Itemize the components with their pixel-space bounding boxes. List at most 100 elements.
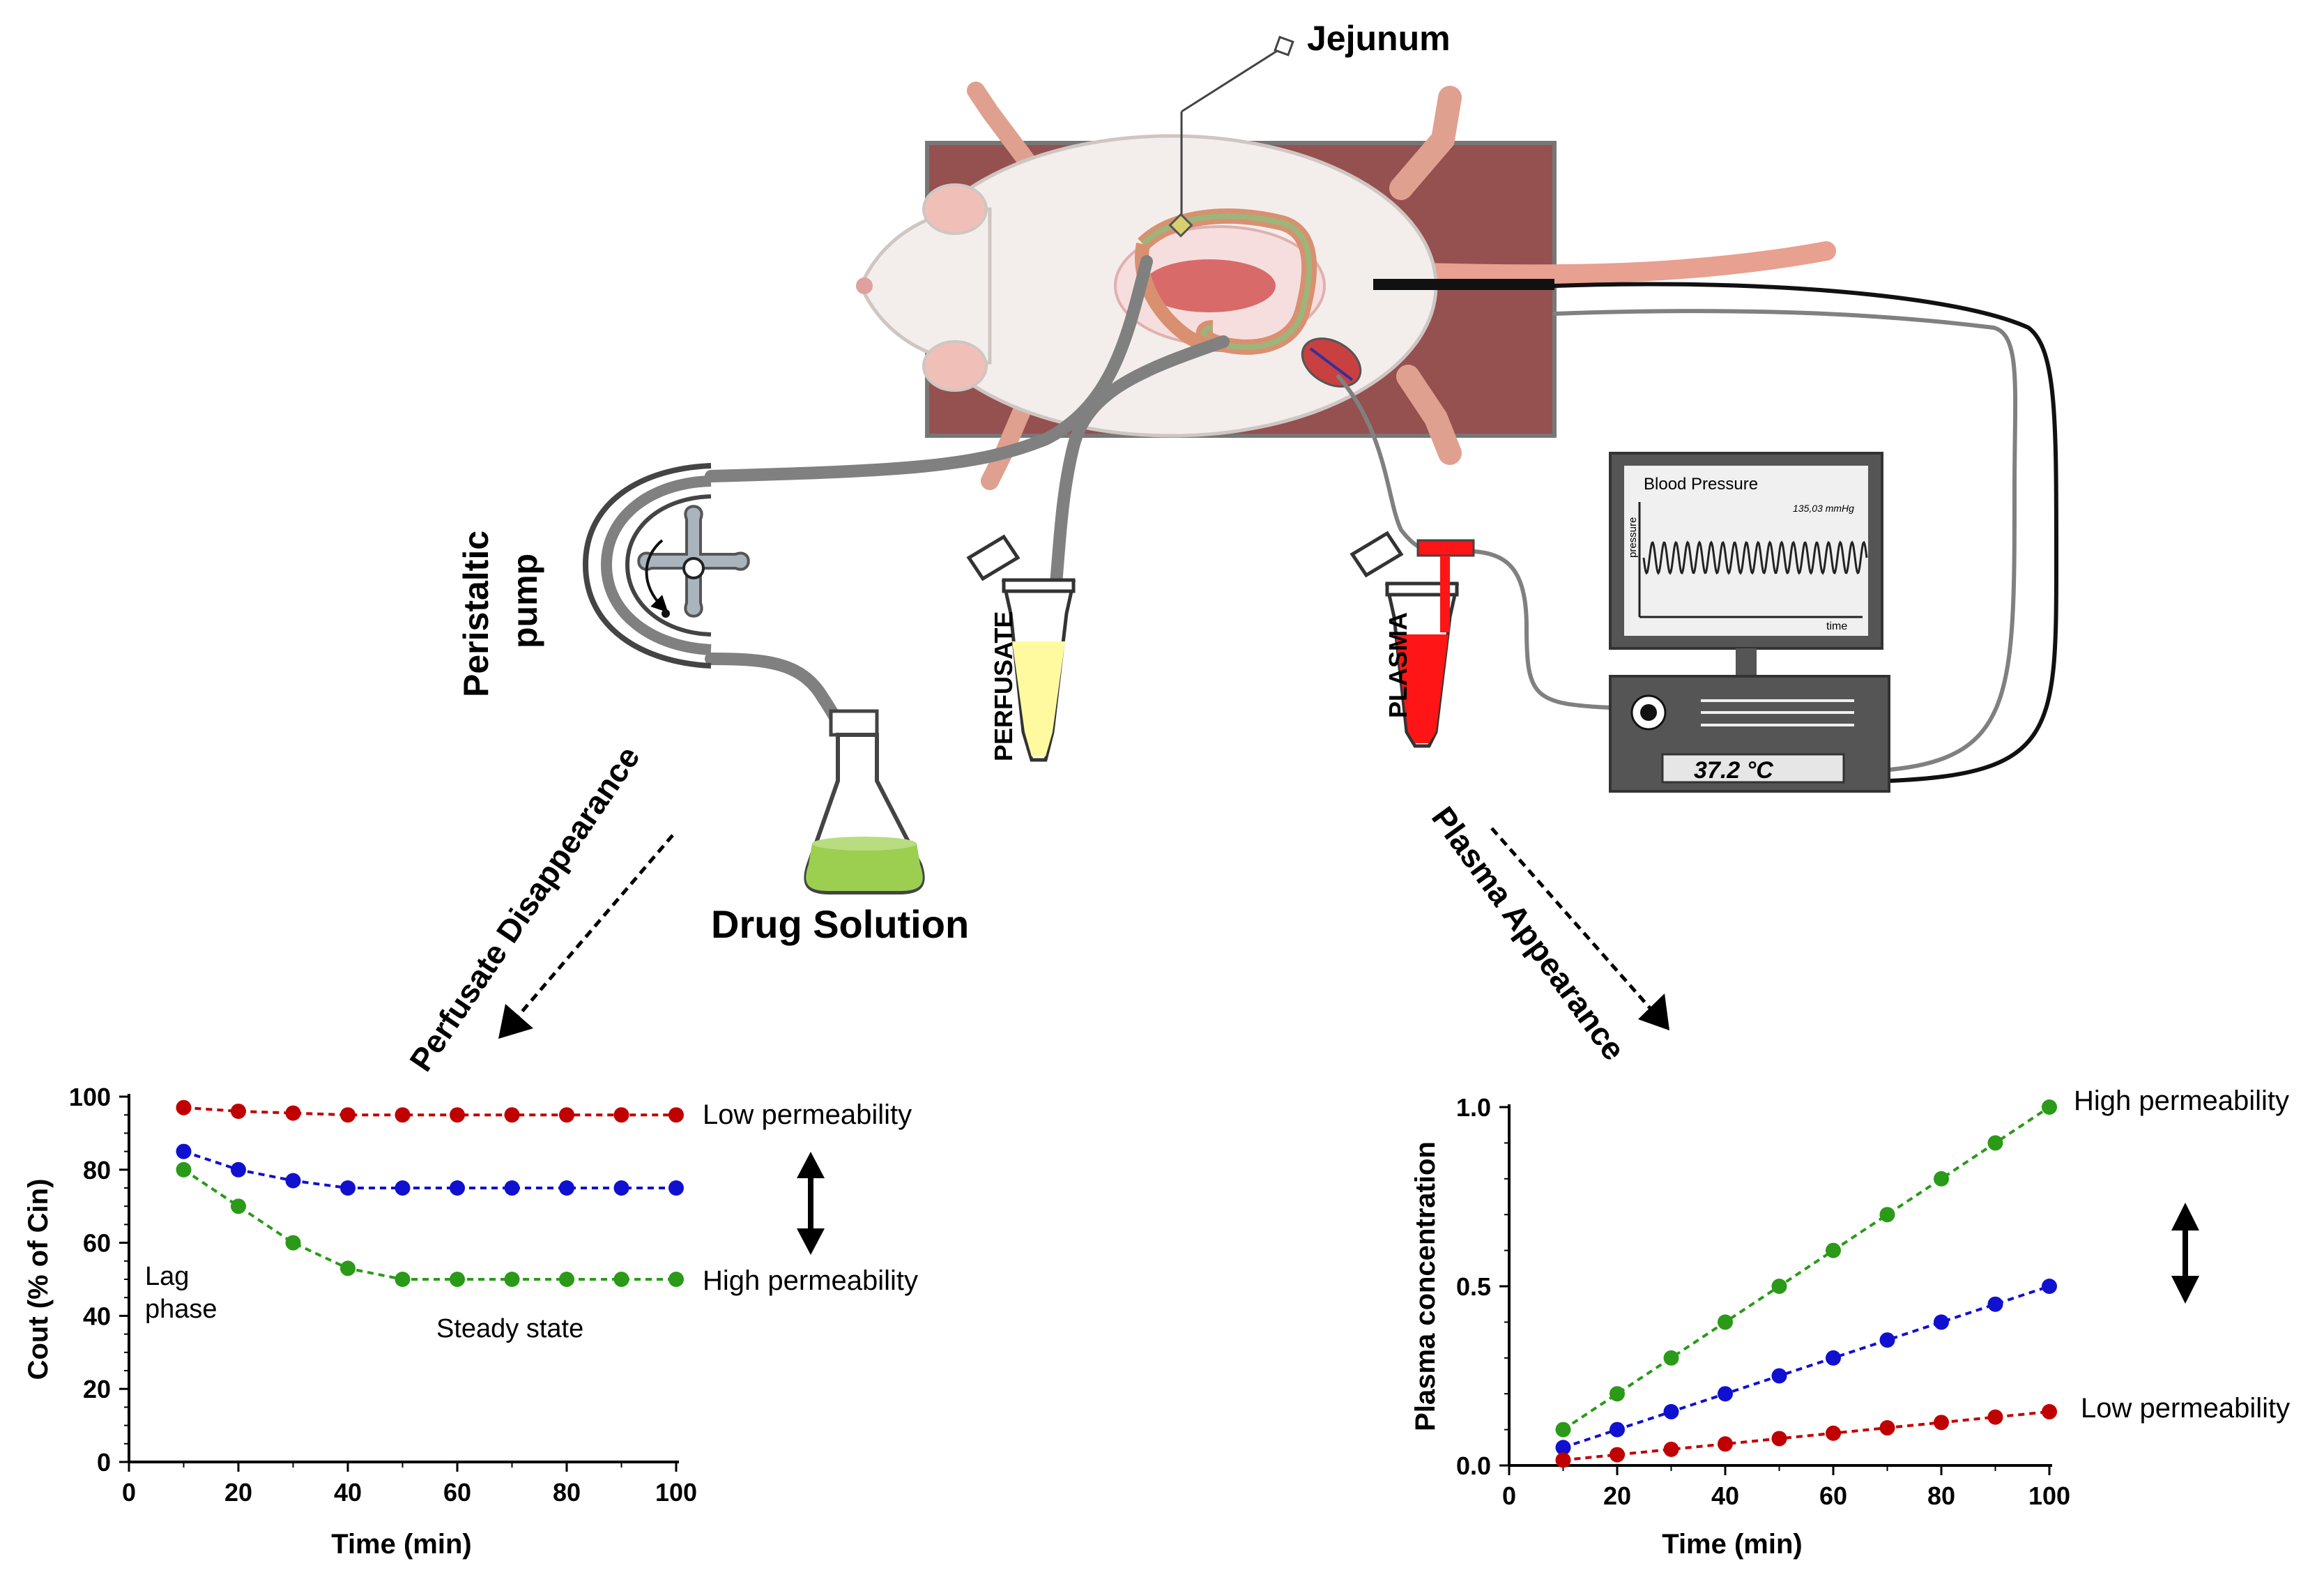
data-point [559, 1180, 574, 1196]
peristaltic-pump [582, 463, 750, 669]
data-point [504, 1180, 520, 1196]
x-tick-label: 100 [2028, 1481, 2070, 1510]
bp-axis-y-label: pressure [1627, 517, 1639, 558]
data-point [1663, 1350, 1679, 1366]
bp-value: 135,03 mmHg [1793, 503, 1854, 514]
x-tick-label: 80 [553, 1478, 581, 1507]
plasma-chart-y-ticks: 0.0 0.5 1.0 [1456, 1093, 1509, 1480]
data-point [613, 1107, 629, 1123]
y-tick-label: 60 [83, 1229, 111, 1258]
plasma-chart-permeability-arrow [2171, 1203, 2199, 1304]
data-point [1771, 1279, 1787, 1294]
data-point [613, 1180, 629, 1196]
perfusate-tube [966, 534, 1076, 762]
perfusate-chart-axes [128, 1094, 679, 1463]
data-point [1879, 1332, 1895, 1348]
series-line-2 [1563, 1410, 2050, 1462]
peristaltic-pump-label-line1: Peristaltic [457, 531, 496, 697]
data-point [1987, 1135, 2003, 1151]
data-point [613, 1272, 629, 1287]
data-point [559, 1107, 574, 1123]
data-point [559, 1272, 574, 1287]
data-point [668, 1272, 684, 1287]
jejunum-label: Jejunum [1307, 19, 1451, 58]
plasma-label: PLASMA [1384, 612, 1412, 718]
rat-illustration [856, 82, 1836, 490]
plasma-tube [1350, 531, 1475, 748]
x-tick-label: 100 [655, 1478, 697, 1507]
y-tick-label: 0.0 [1456, 1452, 1491, 1480]
y-tick-label: 1.0 [1456, 1093, 1491, 1122]
data-point [1555, 1422, 1571, 1438]
perfusate-label: PERFUSATE [989, 611, 1018, 761]
data-point [1610, 1386, 1625, 1402]
data-point [450, 1107, 465, 1123]
y-tick-label: 0.5 [1456, 1272, 1491, 1301]
data-point [231, 1161, 246, 1178]
perfusate-chart-series-label-high: High permeability [703, 1265, 918, 1296]
data-point [231, 1198, 246, 1214]
perfusate-chart-series-label-low: Low permeability [703, 1099, 912, 1130]
blood-pressure-monitor [1609, 452, 1883, 686]
peristaltic-pump-label-line2: pump [505, 554, 544, 648]
steady-state-label: Steady state [436, 1314, 583, 1343]
data-point [176, 1143, 192, 1159]
data-point [2042, 1403, 2057, 1419]
data-point [395, 1180, 411, 1196]
y-tick-label: 80 [83, 1156, 111, 1184]
data-point [285, 1173, 301, 1189]
data-point [1718, 1436, 1733, 1452]
data-point [450, 1180, 465, 1196]
data-point [1610, 1422, 1625, 1438]
data-point [1826, 1350, 1841, 1366]
data-point [504, 1272, 520, 1287]
x-tick-label: 20 [1603, 1481, 1631, 1510]
bp-axis-x-label: time [1826, 620, 1847, 632]
data-point [1934, 1415, 1949, 1431]
series-line-0 [1562, 1106, 2051, 1431]
data-point [285, 1105, 301, 1121]
series-line-1 [1562, 1285, 2050, 1449]
data-point [2042, 1099, 2057, 1115]
plasma-chart-series-label-high: High permeability [2074, 1085, 2289, 1116]
perfusate-chart-permeability-arrow [797, 1152, 825, 1255]
perfusate-chart-series [176, 1099, 684, 1287]
data-point [1771, 1368, 1787, 1384]
x-tick-label: 40 [1711, 1481, 1739, 1510]
y-tick-label: 20 [83, 1375, 111, 1403]
plasma-chart-ylabel: Plasma concentration [1410, 1141, 1441, 1431]
data-point [1555, 1440, 1571, 1456]
y-tick-label: 40 [83, 1302, 111, 1330]
data-point [1826, 1242, 1841, 1258]
data-point [395, 1272, 411, 1287]
data-point [2042, 1279, 2057, 1294]
drug-solution-label: Drug Solution [711, 902, 969, 946]
data-point [1771, 1431, 1787, 1447]
jejunum-pointer [1168, 36, 1294, 238]
plasma-chart-xlabel: Time (min) [1662, 1529, 1803, 1560]
data-point [1610, 1447, 1625, 1463]
y-tick-label: 0 [97, 1448, 111, 1477]
data-point [176, 1099, 192, 1115]
perfusate-chart-xlabel: Time (min) [331, 1529, 472, 1560]
plasma-chart-series [1555, 1099, 2057, 1468]
perfusate-chart-y-ticks: 0 20 40 60 80 100 [69, 1083, 129, 1477]
perfusate-chart: 0 20 40 60 80 100 0 20 40 60 80 100 [69, 1083, 697, 1507]
data-point [1718, 1314, 1733, 1330]
data-point [668, 1180, 684, 1196]
data-point [1879, 1207, 1895, 1223]
data-point [1826, 1425, 1841, 1441]
plasma-chart-series-label-low: Low permeability [2081, 1393, 2290, 1424]
data-point [1718, 1386, 1733, 1402]
x-tick-label: 20 [224, 1478, 252, 1507]
y-tick-label: 100 [69, 1083, 111, 1111]
data-point [340, 1180, 356, 1196]
data-point [1663, 1403, 1679, 1419]
data-point [176, 1161, 192, 1178]
series-line-0 [183, 1106, 676, 1117]
perfusate-chart-ylabel: Cout (% of Cin) [23, 1179, 54, 1380]
data-point [285, 1235, 301, 1251]
